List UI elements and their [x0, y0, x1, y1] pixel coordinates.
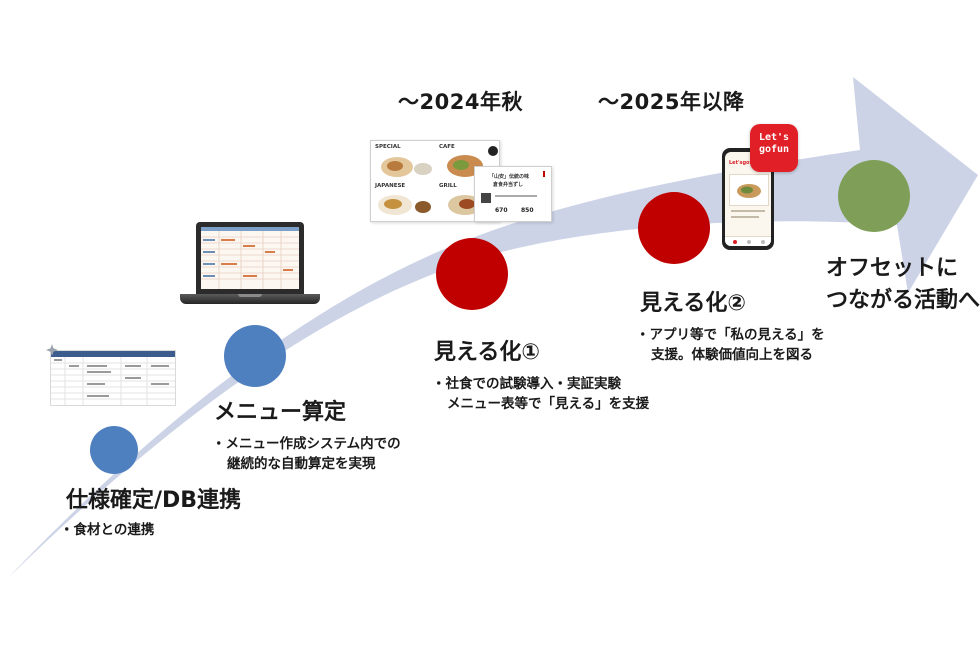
milestone-4-title: 見える化② [640, 290, 746, 318]
slip-price-2: 850 [521, 207, 534, 214]
milestone-dot-4 [638, 192, 710, 264]
milestone-4-bullet-1: ・アプリ等で「私の見える」を [636, 325, 825, 345]
milestone-dot-1 [90, 426, 138, 474]
spreadsheet-thumbnail [50, 350, 176, 406]
slip-title: 「山安」伝統の味 [489, 173, 529, 180]
milestone-3-bullet-1: ・社食での試験導入・実証実験 [432, 374, 649, 394]
screen-line-1 [731, 210, 765, 212]
milestone-dot-5 [838, 160, 910, 232]
milestone-2-bullet-1: ・メニュー作成システム内での [212, 434, 401, 454]
spreadsheet-rows-graphic [51, 357, 175, 405]
laptop-display [201, 227, 299, 289]
app-logo-text: Let's gofun [750, 132, 798, 156]
screen-food-graphic [730, 175, 768, 205]
milestone-4-bullets: ・アプリ等で「私の見える」を 支援。体験価値向上を図る [636, 325, 825, 366]
milestone-5-title-line-2: つながる活動へ [826, 285, 980, 317]
slip-line [495, 195, 537, 197]
milestone-1-title: 仕様確定/DB連携 [66, 487, 241, 515]
laptop-trackpad-notch [238, 294, 262, 297]
milestone-3-bullets: ・社食での試験導入・実証実験 メニュー表等で「見える」を支援 [432, 374, 649, 415]
slip-red-mark [543, 171, 545, 177]
screen-tab-user-icon [761, 240, 765, 244]
screen-tabbar [725, 236, 771, 246]
app-logo-line-2: gofun [750, 144, 798, 156]
milestone-2-bullets: ・メニュー作成システム内での 継続的な自動算定を実現 [212, 434, 401, 475]
laptop-spreadsheet-graphic [201, 227, 299, 289]
milestone-3-bullet-2: メニュー表等で「見える」を支援 [432, 394, 649, 414]
menu-price-slip: 「山安」伝統の味 倉食弁当ずし 670 850 [474, 166, 552, 222]
laptop-screen [196, 222, 304, 294]
milestone-5-title: オフセットに つながる活動へ [826, 253, 980, 317]
milestone-1-bullets: ・食材との連携 [60, 520, 154, 540]
milestone-4-bullet-2: 支援。体験価値向上を図る [636, 345, 825, 365]
slip-qr-icon [481, 193, 491, 203]
app-logo-icon: Let's gofun [750, 124, 798, 172]
slip-subtitle: 倉食弁当ずし [493, 181, 523, 188]
milestone-dot-3 [436, 238, 508, 310]
screen-card [729, 174, 769, 206]
screen-tab-menu-icon [747, 240, 751, 244]
date-label-after-2025: ～2025年以降 [598, 86, 744, 116]
screen-line-2 [731, 216, 759, 218]
app-logo-line-1: Let's [750, 132, 798, 144]
screen-tab-home-icon [733, 240, 737, 244]
slip-price-1: 670 [495, 207, 508, 214]
laptop-illustration [180, 222, 320, 312]
milestone-1-bullet-1: ・食材との連携 [60, 520, 154, 540]
milestone-dot-2 [224, 325, 286, 387]
milestone-5-title-line-1: オフセットに [826, 253, 980, 285]
milestone-3-title: 見える化① [434, 339, 540, 367]
milestone-2-title: メニュー算定 [214, 399, 346, 427]
date-label-autumn-2024: ～2024年秋 [398, 86, 523, 116]
milestone-2-bullet-2: 継続的な自動算定を実現 [212, 454, 401, 474]
